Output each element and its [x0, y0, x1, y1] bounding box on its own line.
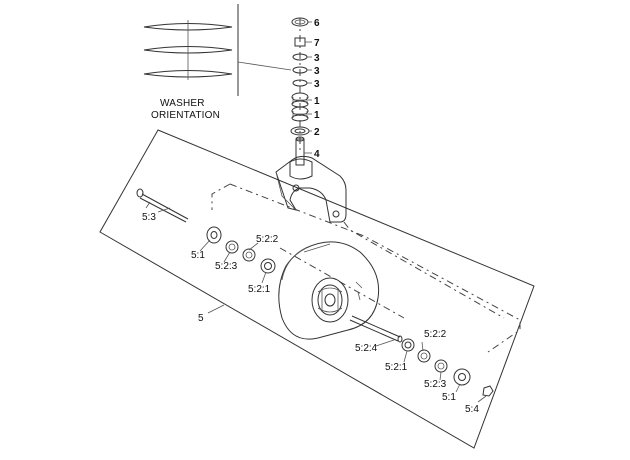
washer-orientation-inset: WASHER ORIENTATION — [143, 4, 292, 121]
race-right — [401, 338, 415, 352]
bearing-right-inner — [417, 349, 431, 363]
callout-5-2-2-left: 5:2:2 — [256, 234, 279, 245]
callout-5-2-3-left: 5:2:3 — [215, 261, 238, 272]
bearing-left-inner — [242, 248, 256, 262]
spindle-stack — [290, 17, 312, 166]
callout-7: 7 — [314, 38, 320, 49]
callout-5-2-4: 5:2:4 — [355, 343, 378, 354]
wheel-tire — [278, 241, 380, 340]
callout-5-2-3-right: 5:2:3 — [424, 379, 447, 390]
axle-nut — [482, 385, 494, 397]
wheel-assembly-outline — [99, 129, 535, 449]
callout-5: 5 — [198, 313, 204, 324]
callout-1: 1 — [314, 96, 320, 107]
callout-5-1-left: 5:1 — [191, 250, 205, 261]
callout-3: 3 — [314, 53, 320, 64]
spacer-right — [453, 368, 471, 386]
callout-5-2-1-left: 5:2:1 — [248, 284, 271, 295]
callout-labels: 6 7 3 3 3 1 1 2 4 5 5:3 5:1 5:2:3 5:2:2 … — [142, 18, 479, 415]
bearing-left-outer — [225, 240, 239, 254]
washer-orientation-title: WASHER — [160, 98, 205, 109]
callout-5-2-2-right: 5:2:2 — [424, 329, 447, 340]
callout-3: 3 — [314, 66, 320, 77]
tapered-bearing — [291, 106, 309, 122]
callout-3: 3 — [314, 79, 320, 90]
callout-1: 1 — [314, 110, 320, 121]
leader-lines — [157, 207, 487, 403]
callout-4: 4 — [314, 149, 320, 160]
callout-5-1-right: 5:1 — [442, 392, 456, 403]
callout-2: 2 — [314, 127, 320, 138]
spacer-left — [206, 226, 222, 244]
spindle-shaft — [295, 136, 312, 166]
race-left — [260, 258, 276, 274]
callout-6: 6 — [314, 18, 320, 29]
callout-5-2-1-right: 5:2:1 — [385, 362, 408, 373]
bearing-right-outer — [434, 359, 448, 373]
caster-fork — [275, 155, 347, 223]
callout-5-3: 5:3 — [142, 212, 156, 223]
washer-orientation-subtitle: ORIENTATION — [151, 110, 220, 121]
washer-stack-illustration — [143, 20, 233, 80]
wheel-hub — [311, 277, 349, 323]
axle-tube — [349, 315, 403, 343]
callout-5-4: 5:4 — [465, 404, 479, 415]
